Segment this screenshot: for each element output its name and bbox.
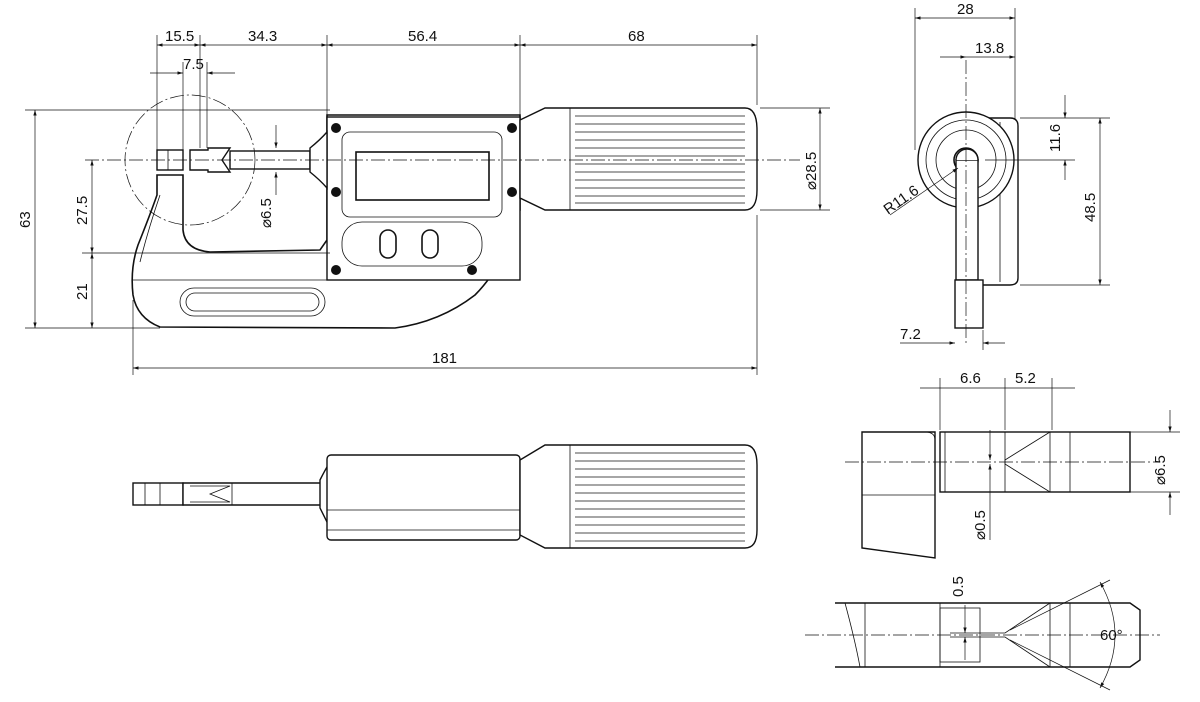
dim-13-8: 13.8 (975, 40, 1004, 57)
dim-63: 63 (17, 211, 34, 228)
button-panel (341, 221, 483, 267)
dim-28: 28 (957, 1, 974, 18)
dim-34-3: 34.3 (248, 28, 277, 45)
dim-dia-6-5: ⌀6.5 (258, 198, 275, 228)
anvil-detail: 6.6 5.2 ⌀6.5 ⌀0.5 (845, 370, 1180, 559)
detail-circle (124, 94, 256, 226)
dim-7-2: 7.2 (900, 326, 921, 343)
lcd-screen (355, 151, 490, 201)
button-2[interactable] (421, 229, 439, 259)
dim-15-5: 15.5 (165, 28, 194, 45)
dim-56-4: 56.4 (408, 28, 437, 45)
front-view: 15.5 34.3 56.4 68 7.5 63 27.5 21 ⌀6.5 ⌀2… (17, 28, 830, 375)
dim-r-11-6: R11.6 (881, 182, 923, 218)
dim-7-5: 7.5 (183, 56, 204, 73)
screws (331, 123, 517, 275)
dim-0-5: 0.5 (950, 576, 967, 597)
display-bezel (341, 131, 503, 218)
dim-21: 21 (74, 283, 91, 300)
dim-5-2: 5.2 (1015, 370, 1036, 387)
dim-181: 181 (432, 350, 457, 367)
dim-dia-0-5: ⌀0.5 (972, 510, 989, 540)
spindle (189, 147, 232, 173)
dim-11-6: 11.6 (1047, 124, 1064, 152)
dim-6-6: 6.6 (960, 370, 981, 387)
knurl (575, 115, 745, 204)
frame (131, 114, 521, 329)
dim-angle-60: 60° (1100, 627, 1123, 644)
dim-27-5: 27.5 (74, 196, 91, 225)
top-view (132, 444, 758, 549)
dim-68: 68 (628, 28, 645, 45)
dim-48-5: 48.5 (1082, 193, 1099, 222)
button-1[interactable] (379, 229, 397, 259)
display-housing (326, 116, 521, 281)
side-view: 28 13.8 11.6 48.5 R11.6 7.2 (881, 1, 1110, 350)
spindle-detail: 0.5 60° (805, 576, 1160, 691)
dim-dia-28-5: ⌀28.5 (803, 152, 820, 190)
grip-slot (179, 287, 326, 317)
dim-dia-6-5-detail: ⌀6.5 (1152, 455, 1169, 485)
thimble[interactable] (519, 107, 758, 211)
